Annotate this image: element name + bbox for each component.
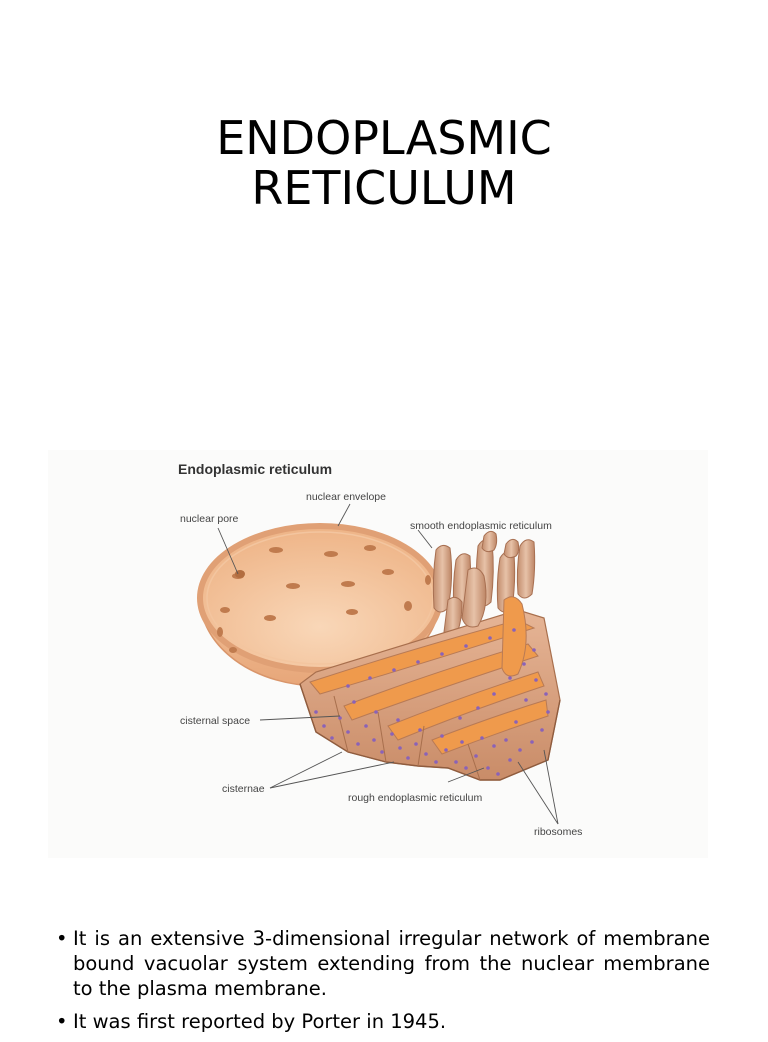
bullet-item: It is an extensive 3-dimensional irregul… — [56, 926, 710, 1001]
rough-er — [299, 567, 561, 781]
nucleus — [197, 523, 443, 687]
nuclear-pores — [217, 545, 431, 653]
figure-heading: Endoplasmic reticulum — [178, 461, 332, 477]
title-line-2: RETICULUM — [251, 161, 517, 215]
leader-lines — [217, 503, 559, 825]
label-cisternal-space: cisternal space — [180, 715, 250, 727]
bullet-list: It is an extensive 3-dimensional irregul… — [56, 926, 710, 1042]
label-smooth-er: smooth endoplasmic reticulum — [410, 520, 552, 532]
ribosomes — [314, 628, 550, 776]
label-nuclear-pore: nuclear pore — [180, 513, 239, 525]
slide-title: ENDOPLASMIC RETICULUM — [0, 113, 768, 213]
bullet-item: It was first reported by Porter in 1945. — [56, 1009, 710, 1034]
label-rough-er: rough endoplasmic reticulum — [348, 792, 482, 804]
title-line-1: ENDOPLASMIC — [216, 111, 552, 165]
label-cisternae: cisternae — [222, 783, 265, 795]
label-ribosomes: ribosomes — [534, 826, 582, 838]
er-diagram: Endoplasmic reticulum — [48, 450, 708, 858]
label-nuclear-envelope: nuclear envelope — [306, 491, 386, 503]
